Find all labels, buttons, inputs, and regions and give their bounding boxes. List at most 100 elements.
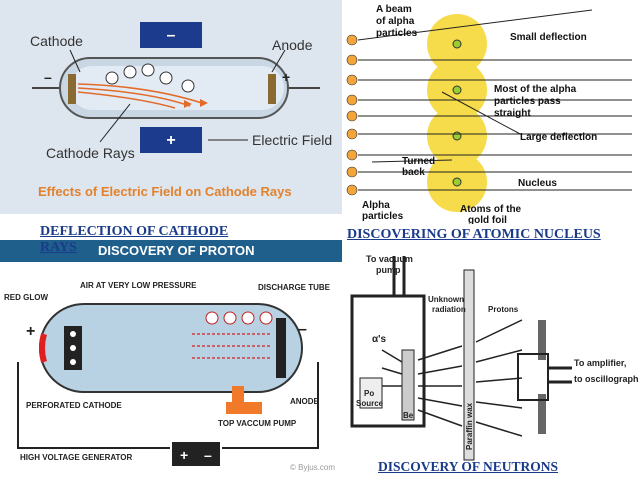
positive-plate-sign: + — [166, 132, 175, 149]
beam-label-line: of alpha — [376, 16, 415, 27]
ray-path — [77, 83, 206, 105]
nucleus — [452, 85, 462, 95]
hv-generator-label: HIGH VOLTAGE GENERATOR — [20, 453, 133, 462]
amplifier-line: to oscillograph — [574, 374, 638, 384]
cathode-hole — [70, 331, 76, 337]
tube-plus: + — [26, 323, 35, 340]
vacuum-pump-line: pump — [376, 265, 401, 275]
cathode-hole — [70, 345, 76, 351]
cathode-ray-panel: – + Cathode Anode – + Cathode Rays Elect… — [0, 0, 342, 214]
amplifier-line: To amplifier, — [574, 358, 626, 368]
anode-electrode — [268, 74, 276, 104]
amplifier-label: To amplifier, to oscillograph — [574, 358, 638, 384]
cathode-hole — [70, 359, 76, 365]
top-vacuum-pump-label: TOP VACCUM PUMP — [218, 419, 297, 428]
electron — [159, 71, 173, 85]
po-source-line: Po — [364, 389, 374, 398]
nucleus — [452, 39, 462, 49]
cathode-label: Cathode — [30, 33, 83, 49]
perforated-cathode-label: PERFORATED CATHODE — [26, 401, 122, 410]
neutron-diagram: To vacuum pump Unknown radiation Protons… — [350, 254, 638, 461]
cathode-minus: – — [44, 69, 52, 85]
proton-charge — [223, 311, 237, 325]
anode-plus: + — [282, 69, 290, 85]
most-pass-line: straight — [494, 108, 531, 119]
most-pass-line: particles pass — [494, 96, 561, 107]
turned-back-line: back — [402, 167, 425, 178]
unknown-radiation-line: radiation — [432, 305, 466, 314]
cathode-caption-line2: RAYS — [40, 240, 77, 255]
rays-pointer — [99, 103, 131, 143]
ray-arrowhead — [200, 99, 208, 107]
atoms-gold-line: Atoms of the — [460, 204, 522, 215]
cathode-caption-line1: DEFLECTION OF CATHODE — [40, 224, 229, 239]
nucleus — [452, 177, 462, 187]
alpha-particles — [346, 34, 358, 196]
neutron-panel: To vacuum pump Unknown radiation Protons… — [342, 250, 638, 478]
anode-label: ANODE — [290, 397, 320, 406]
protons-label: Protons — [488, 305, 519, 314]
po-source-label: Po Source — [356, 389, 384, 408]
nucleus-label: Nucleus — [518, 178, 557, 189]
proton-charge — [205, 311, 219, 325]
panel1-title: Effects of Electric Field on Cathode Ray… — [38, 184, 292, 199]
tube-minus: – — [298, 321, 307, 338]
paraffin-wax — [463, 269, 475, 461]
detector-housing — [517, 353, 549, 401]
po-source — [359, 377, 383, 409]
ionization-chamber — [538, 394, 546, 434]
proton-banner-title: DISCOVERY OF PROTON — [98, 243, 255, 258]
vacuum-pump-line: To vacuum — [366, 254, 413, 264]
canal-rays — [192, 333, 272, 359]
neutron-caption: DISCOVERY OF NEUTRONS — [378, 459, 559, 474]
electron — [181, 79, 195, 93]
unknown-radiation-label: Unknown radiation — [428, 295, 466, 314]
hv-generator — [172, 442, 220, 466]
ray-path — [77, 87, 191, 107]
proton-panel: + – + – AIR AT VERY LOW PRESSURE RED GLO… — [0, 262, 342, 478]
beam-label: A beam of alpha particles — [376, 4, 418, 39]
alpha-paths — [357, 9, 632, 191]
beryllium-target — [401, 349, 415, 421]
ionization-chamber — [538, 320, 546, 360]
ray-path — [77, 91, 176, 109]
generator-plus: + — [180, 447, 188, 463]
atoms-gold-label: Atoms of the gold foil — [460, 204, 524, 224]
be-label: Be — [403, 411, 414, 420]
atoms-gold-line: gold foil — [468, 215, 507, 224]
small-deflection-label: Small deflection — [510, 32, 587, 43]
gold-foil-panel: A beam of alpha particles Small deflecti… — [342, 0, 638, 224]
radiation-arrows — [381, 319, 523, 437]
large-deflection-label: Large deflection — [520, 132, 597, 143]
vacuum-pump-label: To vacuum pump — [366, 254, 415, 275]
gold-foil-diagram: A beam of alpha particles Small deflecti… — [346, 4, 632, 224]
alpha-particles-label: Alpha particles — [362, 200, 404, 222]
electron — [141, 63, 155, 77]
paraffin-label: Paraffin wax — [465, 402, 474, 450]
anode-pointer — [271, 49, 286, 73]
tube-inner — [70, 66, 284, 110]
negative-plate-sign: – — [167, 27, 176, 44]
negative-plate — [140, 22, 202, 48]
nucleus — [452, 131, 462, 141]
most-pass-line: Most of the alpha — [494, 84, 577, 95]
red-glow-label: RED GLOW — [4, 293, 48, 302]
unknown-radiation-line: Unknown — [428, 295, 464, 304]
proton-charge — [259, 311, 273, 325]
beam-label-line: A beam — [376, 4, 412, 15]
cathode-electrode — [68, 74, 76, 104]
electron — [105, 71, 119, 85]
turned-back-line: Turned — [402, 156, 435, 167]
most-pass-label: Most of the alpha particles pass straigh… — [494, 84, 579, 119]
red-glow — [39, 333, 47, 363]
positive-plate — [140, 127, 202, 153]
byjus-watermark: © Byjus.com — [290, 463, 335, 472]
vacuum-pump-pipe — [232, 386, 244, 404]
cathode-rays-label: Cathode Rays — [46, 145, 135, 161]
proton-diagram: + – + – AIR AT VERY LOW PRESSURE RED GLO… — [4, 281, 335, 472]
po-source-line: Source — [356, 399, 384, 408]
electric-field-label: Electric Field — [252, 132, 332, 148]
anode-plate — [276, 318, 286, 378]
ray-arrowhead — [184, 100, 192, 108]
air-pressure-label: AIR AT VERY LOW PRESSURE — [80, 281, 197, 290]
